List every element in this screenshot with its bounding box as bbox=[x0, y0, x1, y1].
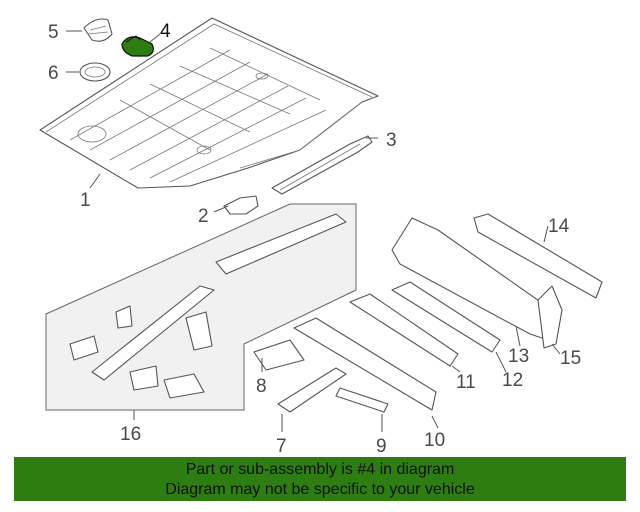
part-14[interactable] bbox=[473, 213, 603, 299]
part-7[interactable] bbox=[277, 367, 347, 413]
part-9[interactable] bbox=[335, 387, 389, 413]
callout-12: 12 bbox=[502, 370, 523, 391]
callout-14: 14 bbox=[548, 216, 570, 237]
callout-labels: 5 6 4 1 2 3 8 7 9 10 11 12 13 14 15 16 bbox=[48, 21, 581, 456]
callout-7: 7 bbox=[276, 436, 287, 456]
part-info-banner: Part or sub-assembly is #4 in diagram Di… bbox=[14, 457, 626, 501]
part-16-assembly-box bbox=[45, 203, 357, 411]
banner-line-1: Part or sub-assembly is #4 in diagram bbox=[185, 461, 455, 478]
callout-5: 5 bbox=[48, 22, 59, 43]
part-4-highlighted[interactable] bbox=[121, 35, 154, 57]
callout-8: 8 bbox=[256, 376, 267, 397]
banner-line-2: Diagram may not be specific to your vehi… bbox=[165, 481, 475, 498]
part-2-bracket[interactable] bbox=[223, 195, 259, 215]
part-12[interactable] bbox=[391, 281, 501, 353]
part-1-floor-pan[interactable] bbox=[39, 17, 379, 189]
part-3-rail[interactable] bbox=[271, 135, 373, 195]
callout-13: 13 bbox=[508, 346, 529, 367]
callout-2: 2 bbox=[198, 206, 209, 227]
part-15[interactable] bbox=[391, 217, 563, 349]
callout-11: 11 bbox=[456, 372, 476, 393]
callout-9: 9 bbox=[376, 436, 387, 456]
callout-15: 15 bbox=[560, 348, 581, 369]
part-5-grommet[interactable] bbox=[83, 18, 113, 42]
part-10[interactable] bbox=[293, 317, 437, 411]
callout-6: 6 bbox=[48, 63, 59, 84]
callout-1: 1 bbox=[80, 190, 91, 211]
part-11[interactable] bbox=[349, 293, 459, 367]
callout-4: 4 bbox=[160, 21, 171, 42]
callout-3: 3 bbox=[386, 130, 397, 151]
callout-16: 16 bbox=[120, 424, 141, 445]
callout-10: 10 bbox=[424, 430, 445, 451]
leader-lines bbox=[66, 30, 561, 432]
part-6-seal-ring[interactable] bbox=[79, 62, 111, 82]
parts-diagram: 5 6 4 1 2 3 8 7 9 10 11 12 13 14 15 16 bbox=[39, 17, 603, 456]
